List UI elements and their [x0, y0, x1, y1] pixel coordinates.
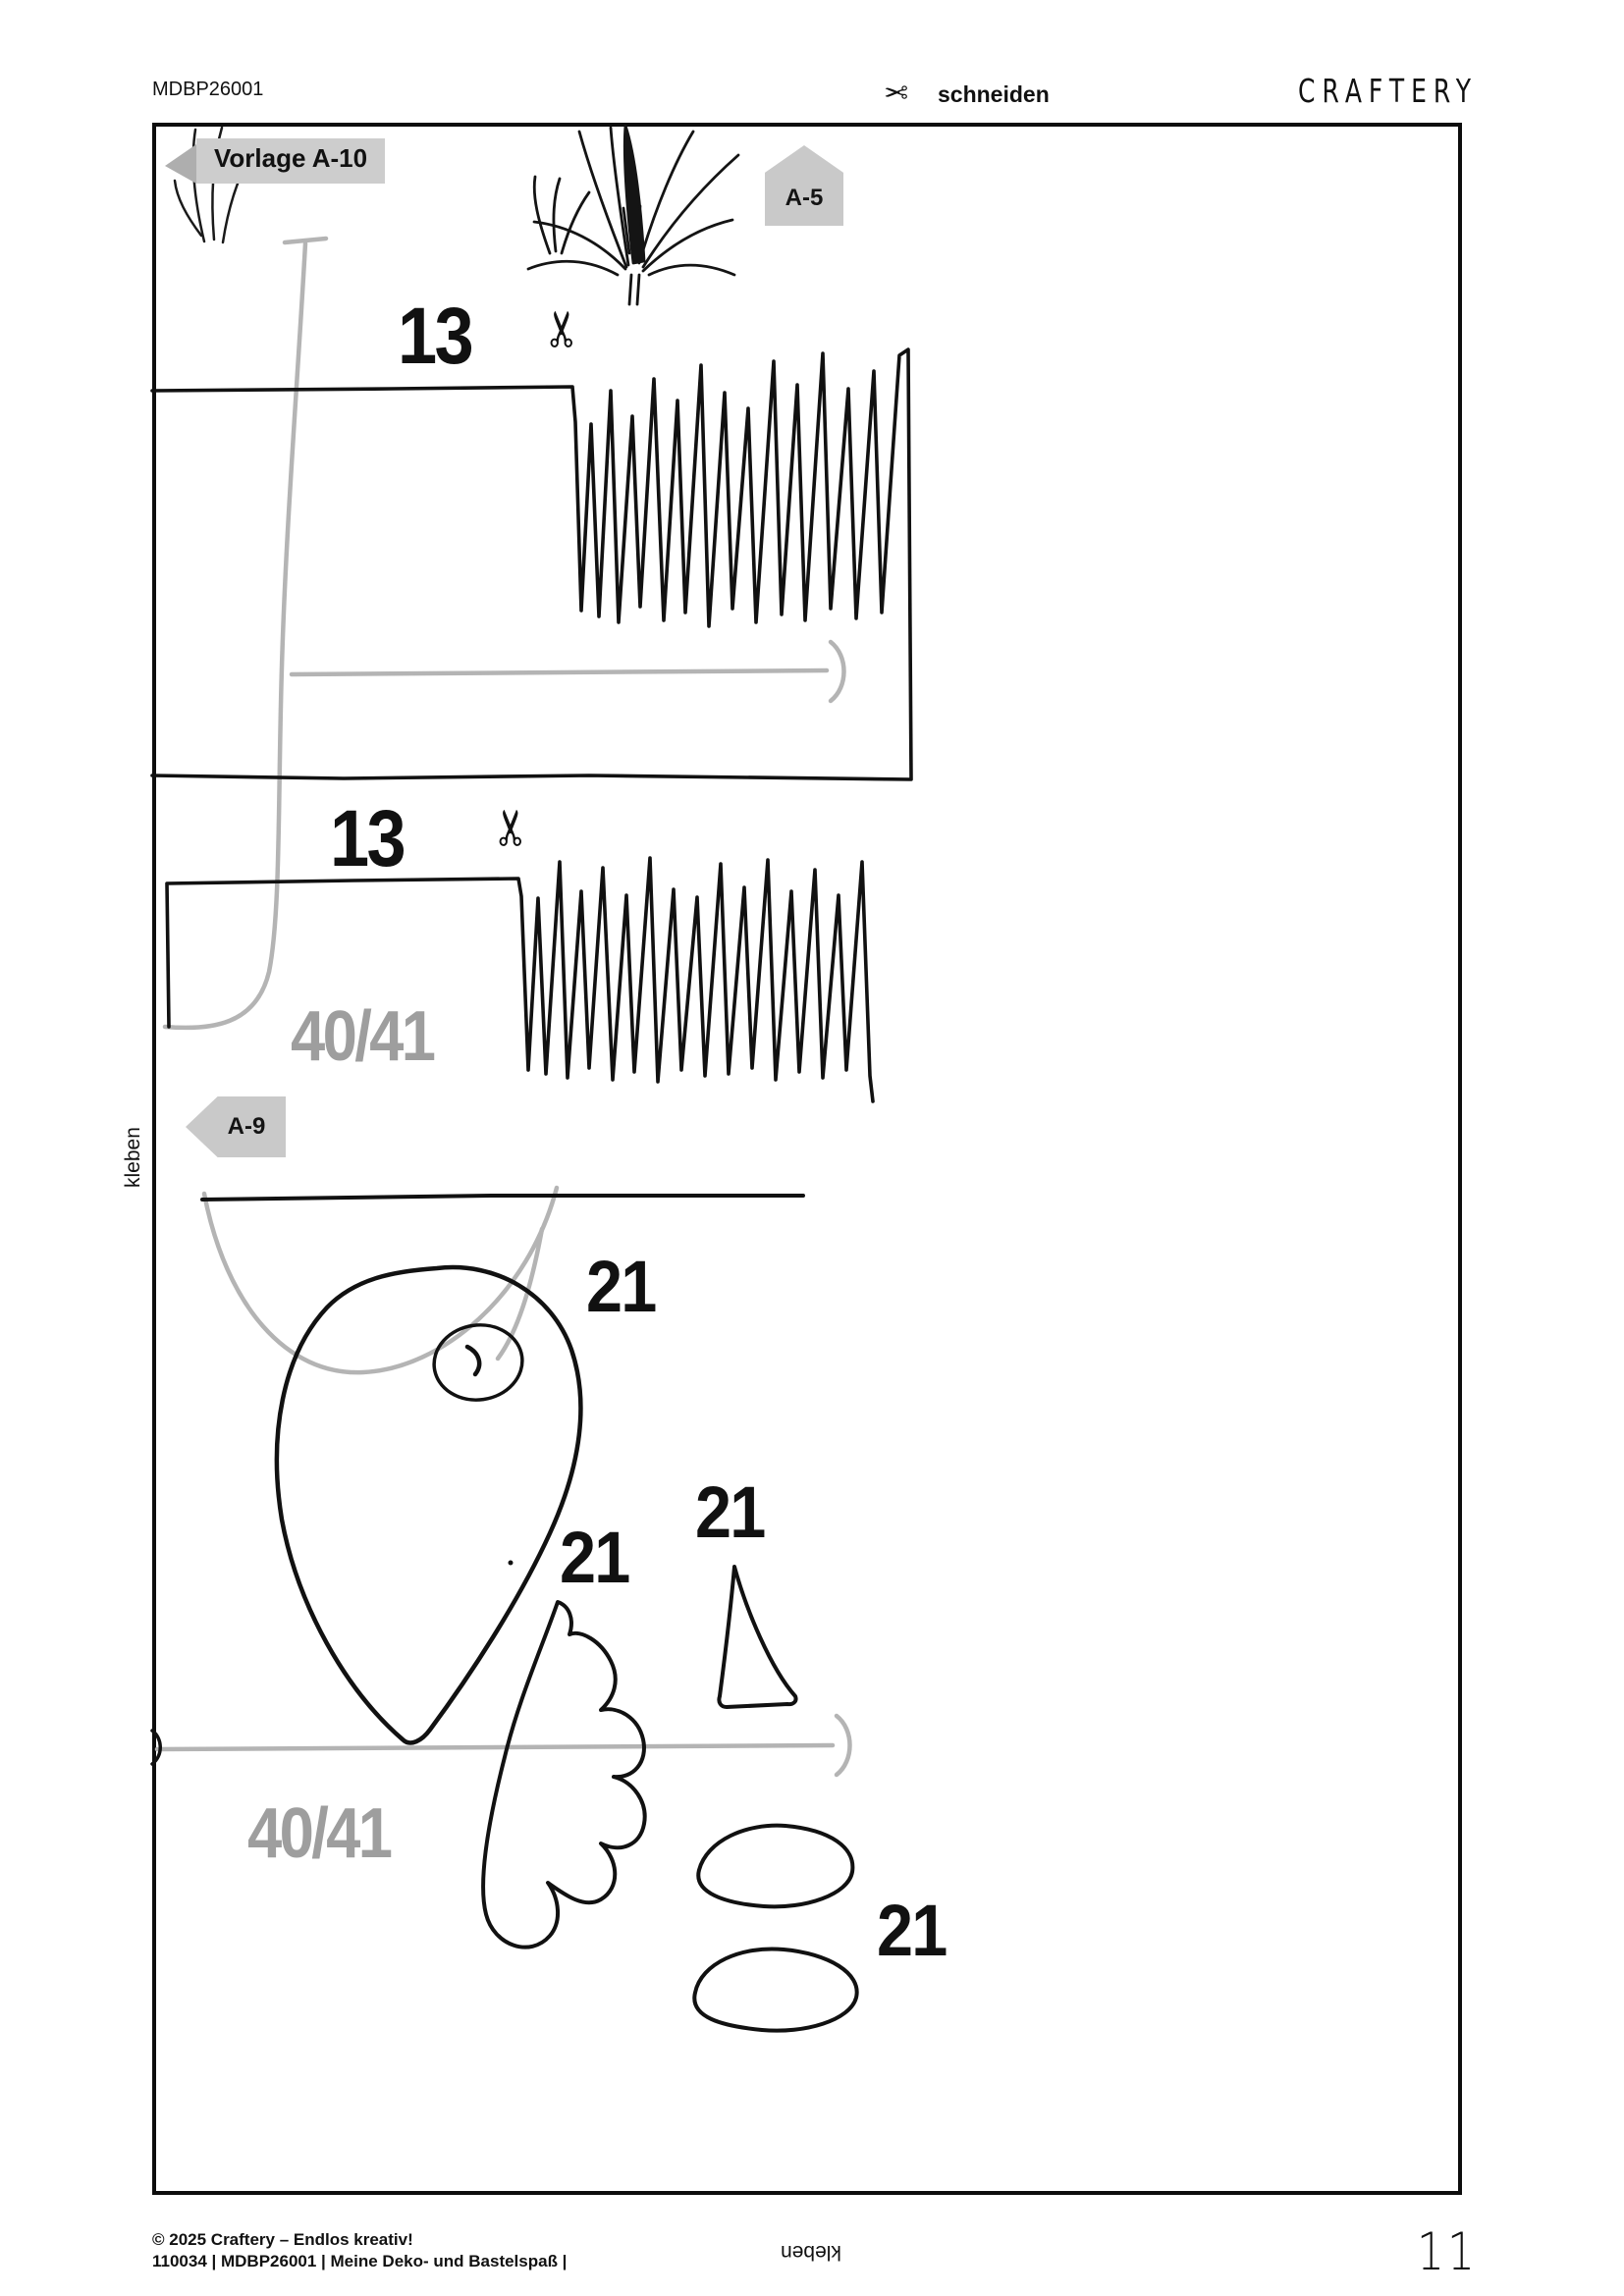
- scissors-icon-bottom: ✂: [482, 807, 540, 848]
- piece-number-21-wing: 21: [560, 1517, 630, 1598]
- page-number: 11: [1417, 2222, 1478, 2283]
- document-code: MDBP26001: [152, 79, 264, 100]
- fringe-piece-top: [150, 347, 913, 781]
- piece-number-13-top: 13: [398, 292, 474, 381]
- flower-sketch: [526, 124, 740, 306]
- teardrop-piece: [274, 1264, 583, 1745]
- piece-number-21-triangle: 21: [695, 1471, 766, 1553]
- tag-vorlage: Vorlage A-10: [165, 138, 386, 184]
- glue-label-bottom: kleben: [781, 2241, 841, 2264]
- piece-number-13-bottom: 13: [330, 794, 406, 883]
- pill-pieces: [692, 1823, 859, 2033]
- gray-guide-lines: [154, 236, 852, 1778]
- brand-logo: CRAFTERY: [1298, 73, 1478, 110]
- template-board: [152, 123, 1462, 2195]
- glue-label-left: kleben: [122, 1127, 144, 1188]
- tag-a5-label: A-5: [785, 185, 824, 211]
- cut-action-label: schneiden: [938, 81, 1050, 107]
- piece-number-21-teardrop: 21: [586, 1246, 657, 1327]
- size-label-top: 40/41: [291, 997, 436, 1076]
- fringe-piece-bottom: [165, 856, 875, 1103]
- footer-copyright: © 2025 Craftery – Endlos kreativ!: [152, 2230, 413, 2249]
- tag-vorlage-label: Vorlage A-10: [196, 138, 386, 184]
- tag-a9-label: A-9: [227, 1113, 266, 1140]
- triangle-piece: [717, 1565, 798, 1709]
- scissors-icon-top: ✂: [533, 308, 591, 349]
- piece-number-21-pills: 21: [877, 1890, 947, 1971]
- cut-line: [200, 1194, 805, 1201]
- edge-notch: [150, 1729, 162, 1766]
- size-label-bottom: 40/41: [247, 1794, 393, 1873]
- tag-arrow-icon: [165, 144, 196, 184]
- wing-piece: [481, 1600, 647, 1949]
- footer-product-line: 110034 | MDBP26001 | Meine Deko- und Bas…: [152, 2252, 568, 2270]
